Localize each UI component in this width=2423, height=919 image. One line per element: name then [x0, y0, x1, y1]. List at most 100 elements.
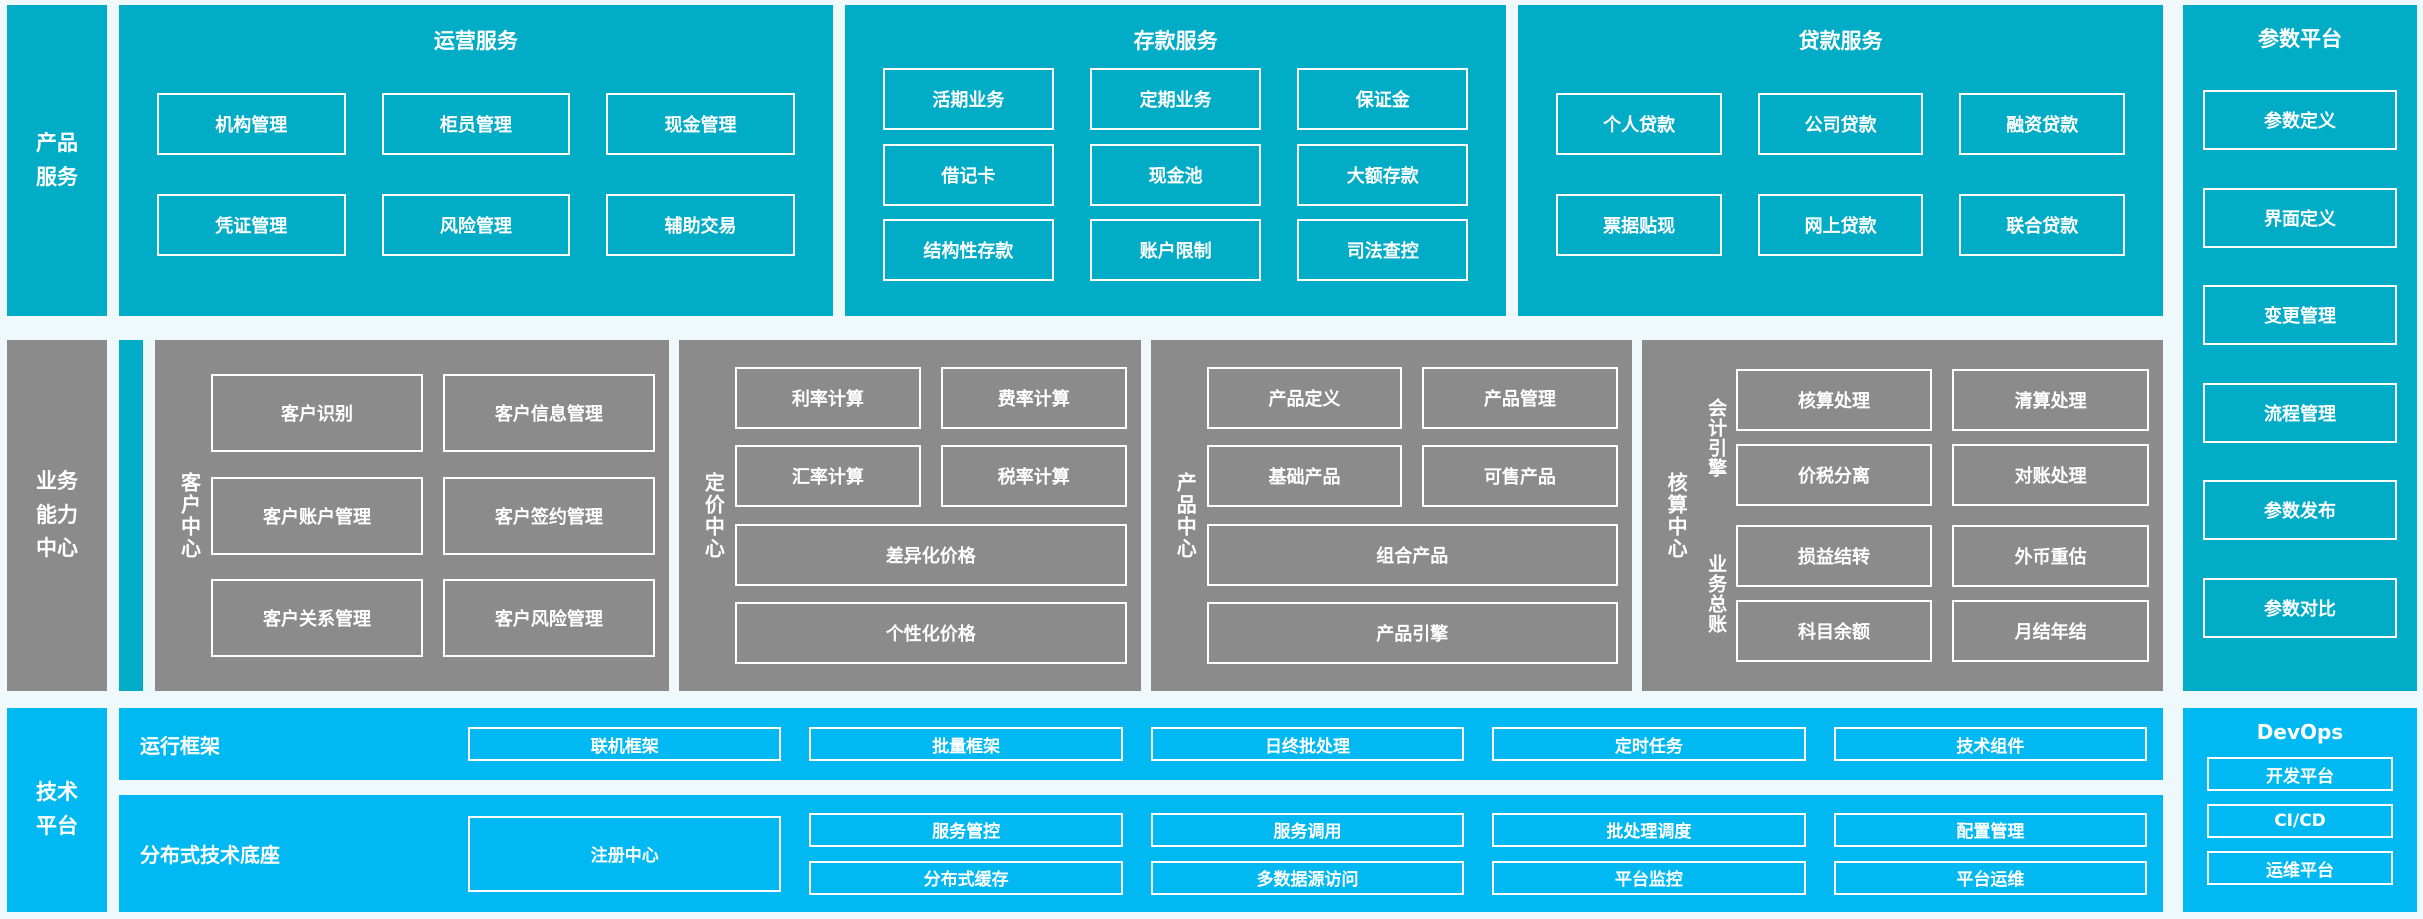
service-box: 借记卡	[882, 143, 1054, 206]
service-box: 定期业务	[1090, 68, 1262, 131]
center-box: 客户签约管理	[442, 476, 655, 555]
tech-box: 服务管控	[809, 812, 1123, 847]
tech-box: 开发平台	[2207, 757, 2393, 791]
deposit-services-grid: 活期业务 定期业务 保证金 借记卡 现金池 大额存款 结构性存款 账户限制 司法…	[882, 55, 1469, 294]
block-parameter-platform: 参数平台 参数定义 界面定义 变更管理 流程管理 参数发布 参数对比	[2183, 5, 2417, 691]
product-services-label: 产品服务	[36, 130, 78, 189]
accounting-engine-label: 会计引擎	[1705, 397, 1728, 478]
center-box: 汇率计算	[734, 445, 921, 508]
service-box: 网上贷款	[1757, 193, 1924, 256]
customer-center-grid: 客户识别 客户信息管理 客户账户管理 客户签约管理 客户关系管理 客户风险管理	[211, 350, 655, 681]
operations-services-title: 运营服务	[433, 29, 518, 53]
center-box: 利率计算	[734, 366, 921, 429]
service-box: 风险管理	[381, 193, 571, 256]
product-services-row: 运营服务 机构管理 柜员管理 现金管理 凭证管理 风险管理 辅助交易 存款服务 …	[119, 5, 2163, 316]
block-product-center: 产品中心 产品定义 产品管理 基础产品 可售产品 组合产品 产品引擎	[1150, 340, 1632, 691]
service-box: 机构管理	[157, 93, 346, 156]
center-box: 核算处理	[1735, 369, 1933, 431]
center-box: 基础产品	[1206, 445, 1403, 508]
tech-box: 服务调用	[1150, 812, 1465, 847]
block-operations-services: 运营服务 机构管理 柜员管理 现金管理 凭证管理 风险管理 辅助交易	[119, 5, 833, 316]
customer-center-label: 客户中心	[177, 471, 202, 560]
center-box: 价税分离	[1735, 444, 1933, 506]
service-box: 联合贷款	[1959, 193, 2125, 256]
service-box: 保证金	[1297, 68, 1469, 131]
center-box: 月结年结	[1952, 600, 2150, 662]
tech-box: 日终批处理	[1150, 727, 1465, 761]
devops-title: DevOps	[2256, 720, 2344, 744]
pricing-center-grid: 利率计算 费率计算 汇率计算 税率计算 差异化价格 个性化价格	[734, 350, 1127, 681]
param-box: 变更管理	[2203, 285, 2397, 346]
center-box: 税率计算	[940, 445, 1127, 508]
center-box: 客户关系管理	[211, 578, 423, 657]
center-box: 产品引擎	[1206, 602, 1618, 665]
service-box: 柜员管理	[381, 93, 571, 156]
runtime-col: 批量框架	[809, 727, 1123, 761]
center-box: 外币重估	[1952, 525, 2150, 587]
business-capability-row: 客户中心 客户识别 客户信息管理 客户账户管理 客户签约管理 客户关系管理 客户…	[119, 340, 2164, 691]
runtime-col: 技术组件	[1833, 727, 2148, 761]
parameter-platform-title: 参数平台	[2258, 27, 2342, 51]
runtime-col: 定时任务	[1492, 727, 1806, 761]
param-box: 参数对比	[2203, 577, 2397, 638]
center-box: 客户信息管理	[442, 374, 655, 453]
block-loan-services: 贷款服务 个人贷款 公司贷款 融资贷款 票据贴现 网上贷款 联合贷款	[1518, 5, 2163, 316]
block-customer-center: 客户中心 客户识别 客户信息管理 客户账户管理 客户签约管理 客户关系管理 客户…	[155, 340, 669, 691]
devops-items: 开发平台 CI/CD 运维平台	[2207, 744, 2393, 898]
block-devops: DevOps 开发平台 CI/CD 运维平台	[2183, 708, 2417, 912]
product-center-grid: 产品定义 产品管理 基础产品 可售产品 组合产品 产品引擎	[1206, 350, 1618, 681]
tech-box: 运维平台	[2207, 851, 2393, 885]
accounting-engine-grid: 核算处理 清算处理 价税分离 对账处理	[1735, 369, 2150, 506]
service-box: 现金池	[1090, 143, 1262, 206]
tech-box: 配置管理	[1833, 812, 2148, 847]
service-box: 融资贷款	[1959, 93, 2125, 156]
tech-box: 技术组件	[1833, 727, 2148, 761]
tech-box: 定时任务	[1492, 727, 1806, 761]
block-distributed-base: 分布式技术底座 注册中心 服务管控 分布式缓存 服务调用 多数据源访问 批处理调…	[119, 795, 2163, 912]
business-ledger-group: 业务总账 损益结转 外币重估 科目余额 月结年结	[1698, 525, 2150, 662]
technology-platform-label: 技术平台	[36, 780, 78, 838]
center-box: 可售产品	[1422, 445, 1618, 508]
center-box: 费率计算	[940, 366, 1127, 429]
accounting-center-groups: 会计引擎 核算处理 清算处理 价税分离 对账处理 业务总账 损益结转 外币重估 …	[1698, 350, 2150, 681]
product-center-label: 产品中心	[1173, 471, 1198, 560]
dist-col: 服务调用 多数据源访问	[1150, 812, 1465, 895]
sidebar-technology-platform: 技术平台	[7, 708, 107, 912]
block-deposit-services: 存款服务 活期业务 定期业务 保证金 借记卡 现金池 大额存款 结构性存款 账户…	[844, 5, 1507, 316]
block-runtime-framework: 运行框架 联机框架 批量框架 日终批处理 定时任务 技术组件	[119, 708, 2163, 780]
service-box: 凭证管理	[157, 193, 346, 256]
service-box: 现金管理	[606, 93, 795, 156]
sidebar-product-services: 产品服务	[7, 5, 107, 316]
pricing-center-label: 定价中心	[701, 471, 726, 560]
param-box: 参数定义	[2203, 90, 2397, 151]
runtime-col: 联机框架	[468, 727, 782, 761]
center-box: 组合产品	[1206, 523, 1618, 586]
tech-box: 批量框架	[809, 727, 1123, 761]
accounting-engine-group: 会计引擎 核算处理 清算处理 价税分离 对账处理	[1698, 369, 2150, 506]
parameter-platform-items: 参数定义 界面定义 变更管理 流程管理 参数发布 参数对比	[2203, 53, 2397, 675]
runtime-framework-label: 运行框架	[140, 733, 220, 758]
distributed-base-label: 分布式技术底座	[140, 843, 280, 867]
service-box: 票据贴现	[1556, 193, 1722, 256]
service-box: 司法查控	[1297, 218, 1469, 281]
tech-box: 平台运维	[1833, 860, 2148, 895]
center-box: 产品定义	[1206, 366, 1403, 429]
tech-box: 多数据源访问	[1150, 860, 1465, 895]
loan-services-title: 贷款服务	[1798, 29, 1883, 53]
service-box: 账户限制	[1090, 218, 1262, 281]
center-box: 个性化价格	[734, 602, 1127, 665]
accent-bar	[119, 340, 143, 691]
block-accounting-center: 核算中心 会计引擎 核算处理 清算处理 价税分离 对账处理 业务总账 损益结转 …	[1641, 340, 2164, 691]
tech-box: 批处理调度	[1492, 812, 1806, 847]
runtime-col: 日终批处理	[1150, 727, 1465, 761]
center-box: 客户账户管理	[211, 476, 423, 555]
service-box: 活期业务	[882, 68, 1054, 131]
loan-services-grid: 个人贷款 公司贷款 融资贷款 票据贴现 网上贷款 联合贷款	[1556, 55, 2125, 294]
center-box: 对账处理	[1952, 444, 2150, 506]
business-ledger-grid: 损益结转 外币重估 科目余额 月结年结	[1735, 525, 2150, 662]
service-box: 辅助交易	[606, 193, 795, 256]
center-box: 客户风险管理	[442, 578, 655, 657]
tech-box: 联机框架	[468, 727, 782, 761]
registry-col: 注册中心	[468, 815, 782, 892]
